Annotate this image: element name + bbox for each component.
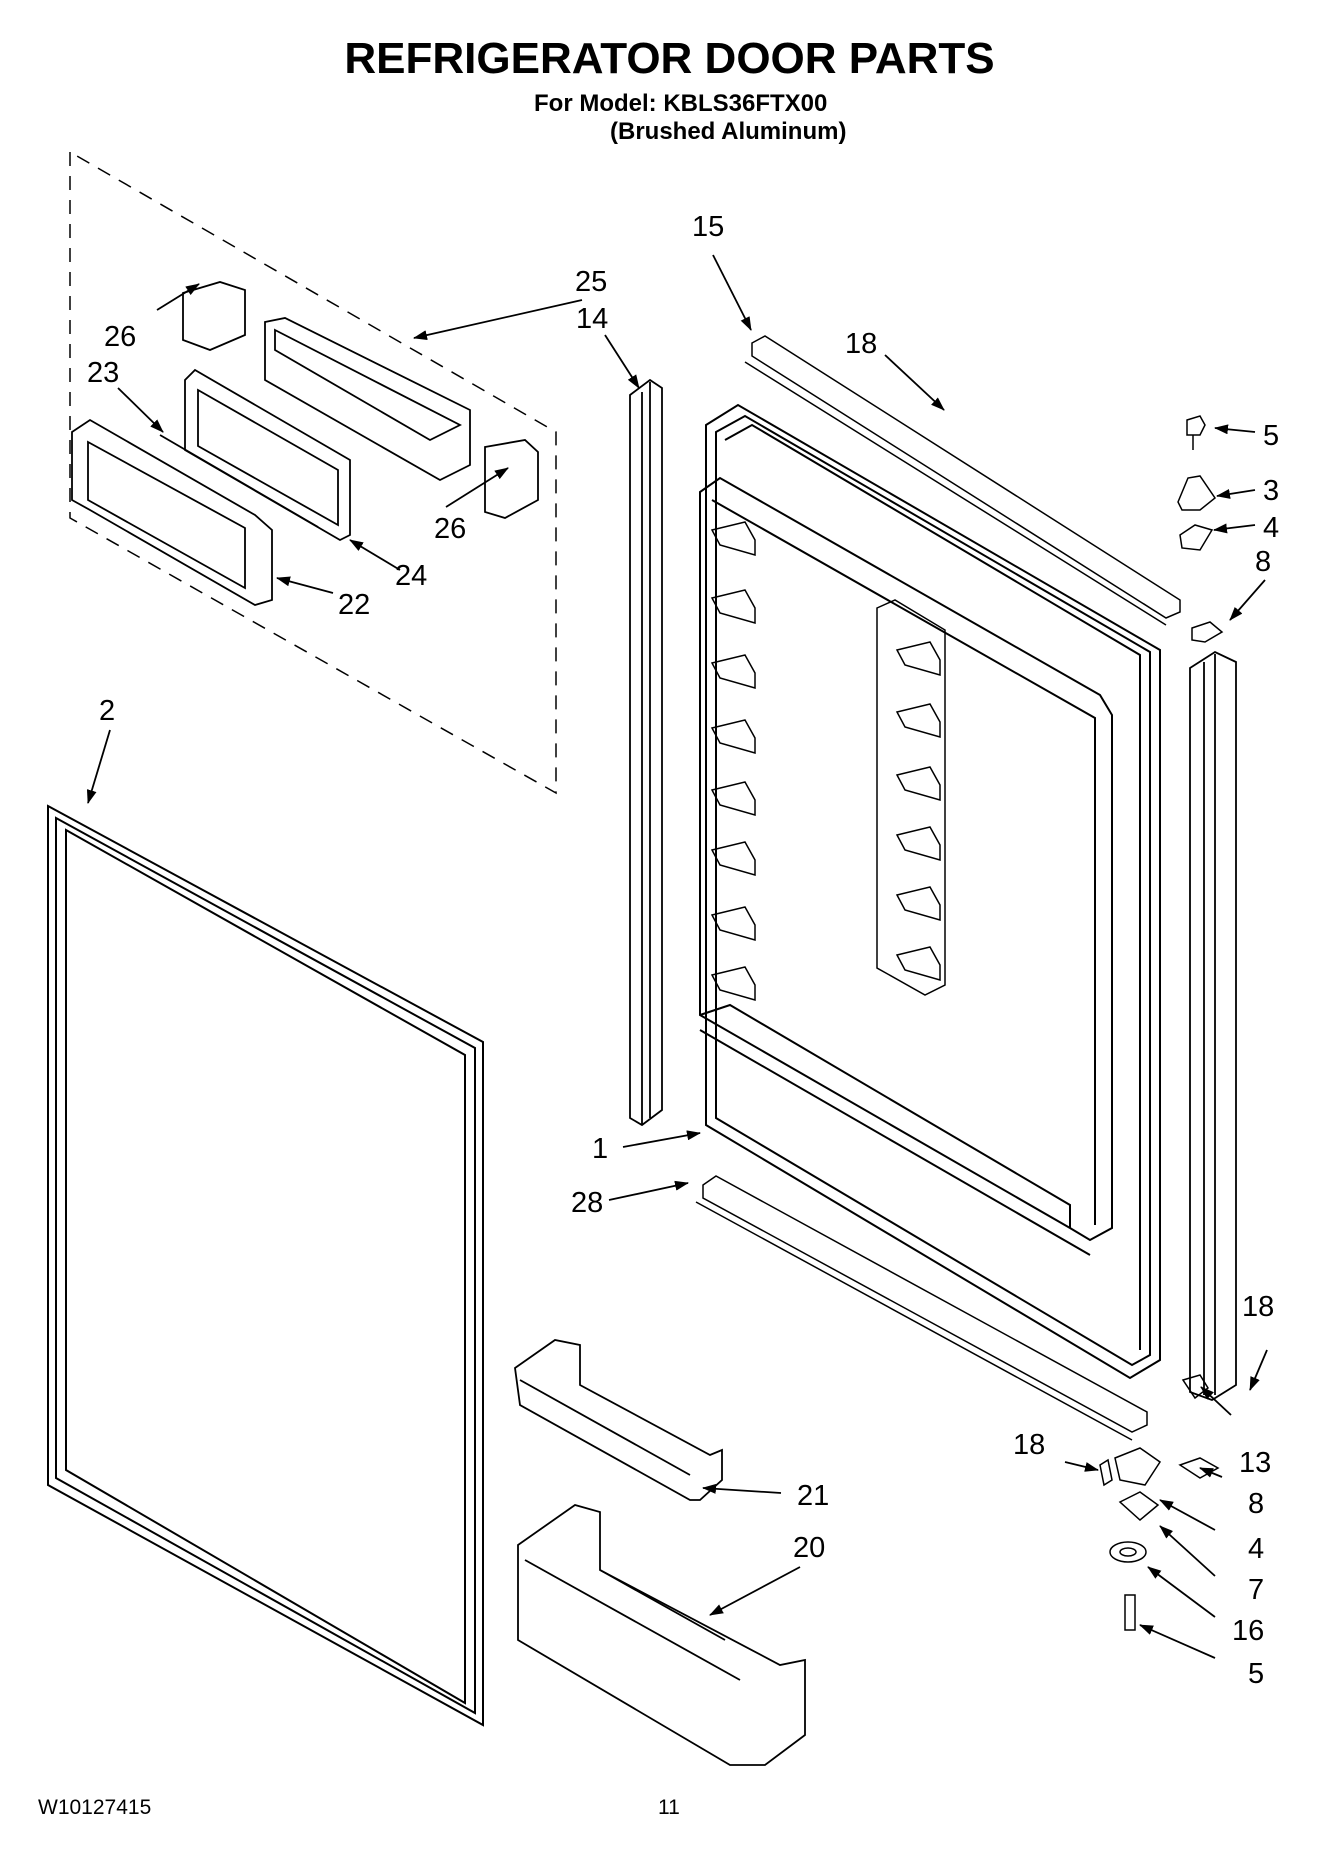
callout-8: 8 xyxy=(1255,546,1271,578)
callout-2: 2 xyxy=(99,695,115,727)
bin-assembly-boundary xyxy=(69,150,557,795)
callout-14: 14 xyxy=(576,303,608,335)
callout-numbers: 15 25 26 14 23 18 5 3 4 8 26 24 22 2 1 2… xyxy=(87,211,1279,1690)
callout-28: 28 xyxy=(571,1187,603,1219)
callout-18: 18 xyxy=(1242,1291,1274,1323)
callout-26: 26 xyxy=(434,513,466,545)
leader-lines xyxy=(86,254,1268,1659)
right-door-trim xyxy=(1189,650,1237,1401)
left-door-trim xyxy=(629,378,663,1127)
callout-22: 22 xyxy=(338,589,370,621)
callout-4: 4 xyxy=(1263,512,1279,544)
callout-3: 3 xyxy=(1263,475,1279,507)
shelf-ribs-left xyxy=(710,521,756,1001)
model-line: For Model: KBLS36FTX00 xyxy=(534,90,828,117)
door-gasket xyxy=(47,804,484,1727)
callout-24: 24 xyxy=(395,560,427,592)
callout-5: 5 xyxy=(1263,420,1279,452)
document-number: W10127415 xyxy=(38,1796,152,1819)
callout-5: 5 xyxy=(1248,1658,1264,1690)
door-bin-large xyxy=(517,1504,806,1766)
callout-23: 23 xyxy=(87,357,119,389)
callout-18: 18 xyxy=(845,328,877,360)
hinge-hardware xyxy=(1099,415,1224,1631)
bin-assembly-parts xyxy=(71,281,539,606)
callout-25: 25 xyxy=(575,266,607,298)
callout-13: 13 xyxy=(1239,1447,1271,1479)
door-bin-small xyxy=(514,1339,723,1501)
callout-1: 1 xyxy=(592,1133,608,1165)
callout-18: 18 xyxy=(1013,1429,1045,1461)
callout-21: 21 xyxy=(797,1480,829,1512)
door-liner xyxy=(699,403,1161,1380)
callout-7: 7 xyxy=(1248,1574,1264,1606)
callout-16: 16 xyxy=(1232,1615,1264,1647)
shelf-ribs-right xyxy=(876,599,946,996)
callout-26: 26 xyxy=(104,321,136,353)
callout-8: 8 xyxy=(1248,1488,1264,1520)
finish-line: (Brushed Aluminum) xyxy=(610,118,847,145)
top-trim-strip xyxy=(744,335,1181,626)
callout-15: 15 xyxy=(692,211,724,243)
callout-4: 4 xyxy=(1248,1533,1264,1565)
page-number: 11 xyxy=(658,1796,680,1819)
callout-20: 20 xyxy=(793,1532,825,1564)
page-title: REFRIGERATOR DOOR PARTS xyxy=(344,34,995,83)
bottom-trim-strip xyxy=(695,1175,1148,1441)
